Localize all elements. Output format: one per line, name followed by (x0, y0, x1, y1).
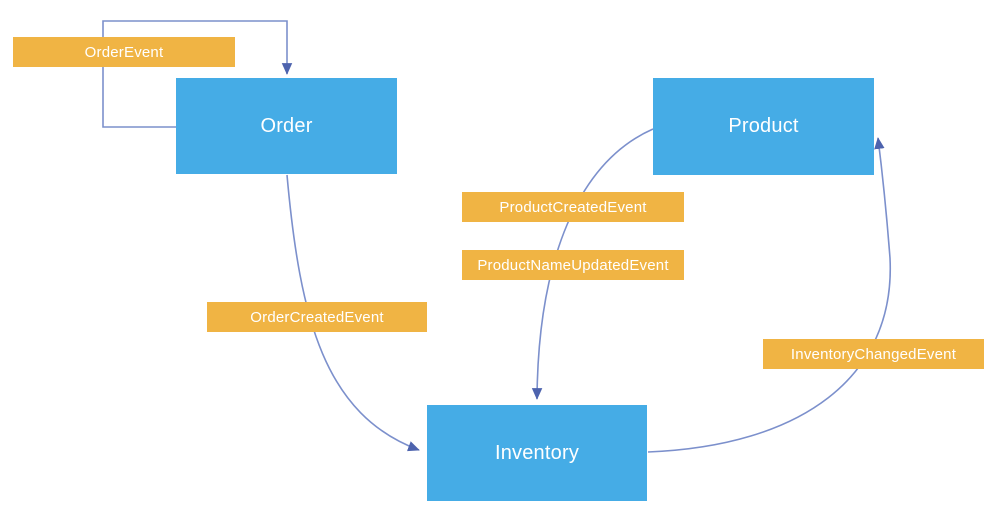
edge-inventory-to-product[interactable] (647, 137, 891, 453)
event-label-order-event[interactable]: OrderEvent (13, 37, 235, 67)
node-order[interactable]: Order (176, 78, 397, 174)
event-label-order-event-text: OrderEvent (84, 43, 164, 61)
event-label-product-created-event-text: ProductCreatedEvent (499, 198, 647, 216)
node-inventory[interactable]: Inventory (427, 405, 647, 501)
event-label-inventory-changed-event-text: InventoryChangedEvent (790, 345, 957, 363)
event-label-product-created-event[interactable]: ProductCreatedEvent (462, 192, 684, 222)
event-label-product-name-updated-event-text: ProductNameUpdatedEvent (477, 256, 669, 274)
event-label-product-name-updated-event[interactable]: ProductNameUpdatedEvent (462, 250, 684, 280)
event-label-order-created-event[interactable]: OrderCreatedEvent (207, 302, 427, 332)
event-label-inventory-changed-event[interactable]: InventoryChangedEvent (763, 339, 984, 369)
node-product[interactable]: Product (653, 78, 874, 175)
node-order-label: Order (260, 114, 313, 137)
edge-order-to-inventory[interactable] (286, 174, 420, 452)
node-product-label: Product (728, 115, 799, 137)
edge-product-to-inventory[interactable] (531, 128, 654, 400)
node-inventory-label: Inventory (494, 441, 580, 464)
event-label-order-created-event-text: OrderCreatedEvent (250, 308, 384, 326)
edge-order-self-loop[interactable] (102, 20, 293, 128)
